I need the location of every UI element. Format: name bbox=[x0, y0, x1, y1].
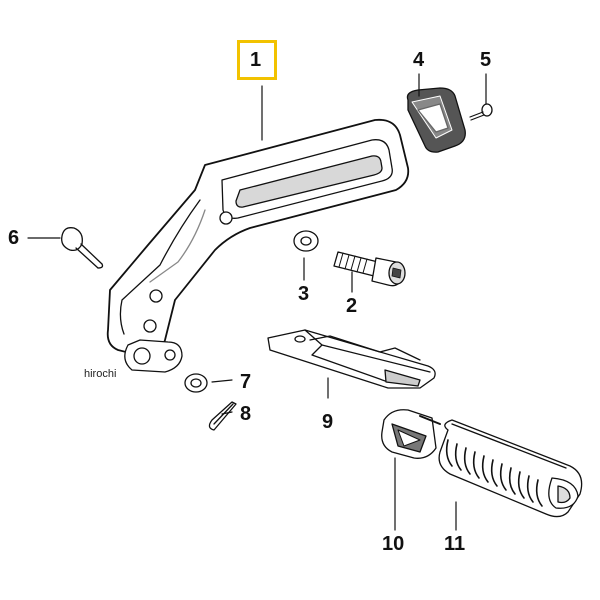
split-pin-part-8 bbox=[208, 401, 237, 431]
watermark-text: hirochi bbox=[84, 368, 117, 380]
callout-9: 9 bbox=[322, 411, 334, 433]
callout-3: 3 bbox=[298, 283, 310, 305]
washer-part-3 bbox=[293, 230, 319, 252]
bracket-part-1 bbox=[106, 118, 410, 373]
cap-part-4 bbox=[406, 87, 466, 153]
callout-4: 4 bbox=[413, 49, 425, 71]
bolt-part-2 bbox=[333, 251, 406, 287]
callout-8: 8 bbox=[240, 403, 252, 425]
callout-1: 1 bbox=[250, 49, 262, 71]
callout-6: 6 bbox=[8, 227, 20, 249]
callout-10: 10 bbox=[382, 533, 405, 555]
callout-5: 5 bbox=[480, 49, 492, 71]
callout-11: 11 bbox=[444, 533, 466, 555]
footpeg-part-11 bbox=[438, 419, 583, 518]
leader-lines bbox=[27, 73, 487, 531]
plate-part-9 bbox=[267, 329, 436, 389]
clip-part-10 bbox=[381, 409, 441, 459]
screw-part-5 bbox=[469, 103, 493, 121]
pin-part-6 bbox=[61, 227, 104, 269]
callout-2: 2 bbox=[346, 295, 358, 317]
highlight-box bbox=[237, 40, 277, 80]
washer-part-7 bbox=[184, 373, 208, 393]
callout-7: 7 bbox=[240, 371, 252, 393]
